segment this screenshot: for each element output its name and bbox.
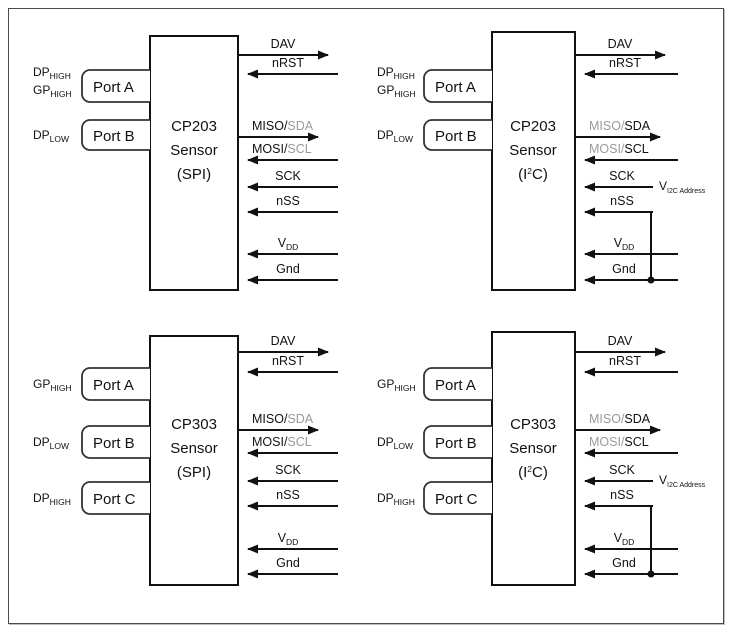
chip-bus-cp203-spi: (SPI) (177, 166, 211, 183)
port-label-b-cp303-i2c: Port B (435, 435, 477, 452)
signal-label-nss-cp303-i2c: nSS (610, 488, 634, 502)
signal-label-sck-cp203-i2c: SCK (609, 169, 635, 183)
block-cp203-spi: CP203 Sensor (SPI) Port A DPHIGH GPHIGH … (33, 35, 338, 291)
signal-label-sck-cp203-spi: SCK (275, 169, 301, 183)
chip-name-cp203-spi: CP203 (171, 118, 217, 135)
signal-label-nss-cp303-spi: nSS (276, 488, 300, 502)
signal-label-gnd-cp203-i2c: Gnd (612, 262, 636, 276)
pin-label-dp-low-cp303-i2c: DPLOW (377, 435, 413, 451)
signal-label-gnd-cp303-spi: Gnd (276, 556, 300, 570)
junction-dot-cp203-i2c (647, 276, 655, 284)
chip-name-cp303-spi: CP303 (171, 416, 217, 433)
pin-label-dp-high-cp303-i2c: DPHIGH (377, 491, 415, 507)
signal-label-mosi-cp203-i2c: MOSI/SCL (589, 142, 649, 156)
chip-bus-cp303-spi: (SPI) (177, 464, 211, 481)
port-label-c-cp303-i2c: Port C (435, 491, 478, 508)
pin-label-dp-low-cp303-spi: DPLOW (33, 435, 69, 451)
port-box-a-cp303-spi (81, 367, 150, 401)
chip-bus-cp203-i2c: (I2C) (518, 166, 548, 183)
junction-dot-cp303-i2c (647, 570, 655, 578)
block-cp303-i2c: CP303 Sensor (I2C) Port A GPHIGH Port B … (377, 331, 706, 586)
signal-label-sck-cp303-i2c: SCK (609, 463, 635, 477)
chip-body-cp203-spi (149, 35, 239, 291)
signal-label-nss-cp203-i2c: nSS (610, 194, 634, 208)
port-label-b-cp203-spi: Port B (93, 128, 135, 145)
signal-label-vi2c-cp303-i2c: VI2C Address (659, 473, 706, 489)
signal-label-miso-cp303-spi: MISO/SDA (252, 412, 314, 426)
signal-label-mosi-cp203-spi: MOSI/SCL (252, 142, 312, 156)
block-cp303-spi: CP303 Sensor (SPI) Port A GPHIGH Port B … (33, 334, 338, 586)
block-cp203-i2c: CP203 Sensor (I2C) Port A DPHIGH GPHIGH … (377, 31, 706, 291)
signal-label-nrst-cp203-spi: nRST (272, 56, 304, 70)
signal-label-miso-cp303-i2c: MISO/SDA (589, 412, 651, 426)
port-label-a-cp303-spi: Port A (93, 377, 134, 394)
port-label-c-cp303-spi: Port C (93, 491, 136, 508)
signal-label-nrst-cp203-i2c: nRST (609, 56, 641, 70)
signal-label-gnd-cp303-i2c: Gnd (612, 556, 636, 570)
signal-label-vdd-cp303-i2c: VDD (614, 531, 635, 547)
port-box-a-cp203-i2c (423, 69, 492, 103)
pin-label-gp-high-cp303-spi: GPHIGH (33, 377, 72, 393)
chip-name-cp203-i2c: CP203 (510, 118, 556, 135)
pin-label-gp-high-cp303-i2c: GPHIGH (377, 377, 416, 393)
port-box-a-cp303-i2c (423, 367, 492, 401)
signal-label-vdd-cp303-spi: VDD (278, 531, 299, 547)
port-box-b-cp203-spi (81, 119, 150, 151)
port-box-b-cp303-spi (81, 425, 150, 459)
signal-label-vdd-cp203-spi: VDD (278, 236, 299, 252)
port-label-a-cp203-i2c: Port A (435, 79, 476, 96)
signal-label-dav-cp203-spi: DAV (271, 37, 296, 51)
port-box-b-cp303-i2c (423, 425, 492, 459)
signal-label-mosi-cp303-i2c: MOSI/SCL (589, 435, 649, 449)
chip-body-cp203-i2c (491, 31, 576, 291)
port-label-b-cp203-i2c: Port B (435, 128, 477, 145)
chip-sensor-cp303-spi: Sensor (170, 440, 218, 457)
diagram-frame (8, 8, 724, 624)
port-box-a-cp203-spi (81, 69, 150, 103)
signal-label-nrst-cp303-spi: nRST (272, 354, 304, 368)
chip-sensor-cp303-i2c: Sensor (509, 440, 557, 457)
pin-label-dp-high-cp203-spi: DPHIGH (33, 65, 71, 81)
signal-label-nss-cp203-spi: nSS (276, 194, 300, 208)
chip-name-cp303-i2c: CP303 (510, 416, 556, 433)
port-label-a-cp303-i2c: Port A (435, 377, 476, 394)
pin-label-dp-low-cp203-i2c: DPLOW (377, 128, 413, 144)
pin-label-gp-high-cp203-spi: GPHIGH (33, 83, 72, 99)
chip-body-cp303-spi (149, 335, 239, 586)
pin-label-dp-high-cp203-i2c: DPHIGH (377, 65, 415, 81)
signal-label-vi2c-cp203-i2c: VI2C Address (659, 179, 706, 195)
signal-label-miso-cp203-i2c: MISO/SDA (589, 119, 651, 133)
signal-label-gnd-cp203-spi: Gnd (276, 262, 300, 276)
pin-label-dp-low-cp203-spi: DPLOW (33, 128, 69, 144)
pin-label-gp-high-cp203-i2c: GPHIGH (377, 83, 416, 99)
port-box-b-cp203-i2c (423, 119, 492, 151)
chip-sensor-cp203-i2c: Sensor (509, 142, 557, 159)
signal-label-miso-cp203-spi: MISO/SDA (252, 119, 314, 133)
signal-label-mosi-cp303-spi: MOSI/SCL (252, 435, 312, 449)
signal-label-vdd-cp203-i2c: VDD (614, 236, 635, 252)
port-label-b-cp303-spi: Port B (93, 435, 135, 452)
chip-body-cp303-i2c (491, 331, 576, 586)
signal-label-sck-cp303-spi: SCK (275, 463, 301, 477)
port-label-a-cp203-spi: Port A (93, 79, 134, 96)
signal-label-dav-cp303-i2c: DAV (608, 334, 633, 348)
signal-label-dav-cp303-spi: DAV (271, 334, 296, 348)
chip-sensor-cp203-spi: Sensor (170, 142, 218, 159)
signal-label-dav-cp203-i2c: DAV (608, 37, 633, 51)
pin-label-dp-high-cp303-spi: DPHIGH (33, 491, 71, 507)
port-box-c-cp303-i2c (423, 481, 492, 515)
signal-label-nrst-cp303-i2c: nRST (609, 354, 641, 368)
chip-bus-cp303-i2c: (I2C) (518, 464, 548, 481)
port-box-c-cp303-spi (81, 481, 150, 515)
